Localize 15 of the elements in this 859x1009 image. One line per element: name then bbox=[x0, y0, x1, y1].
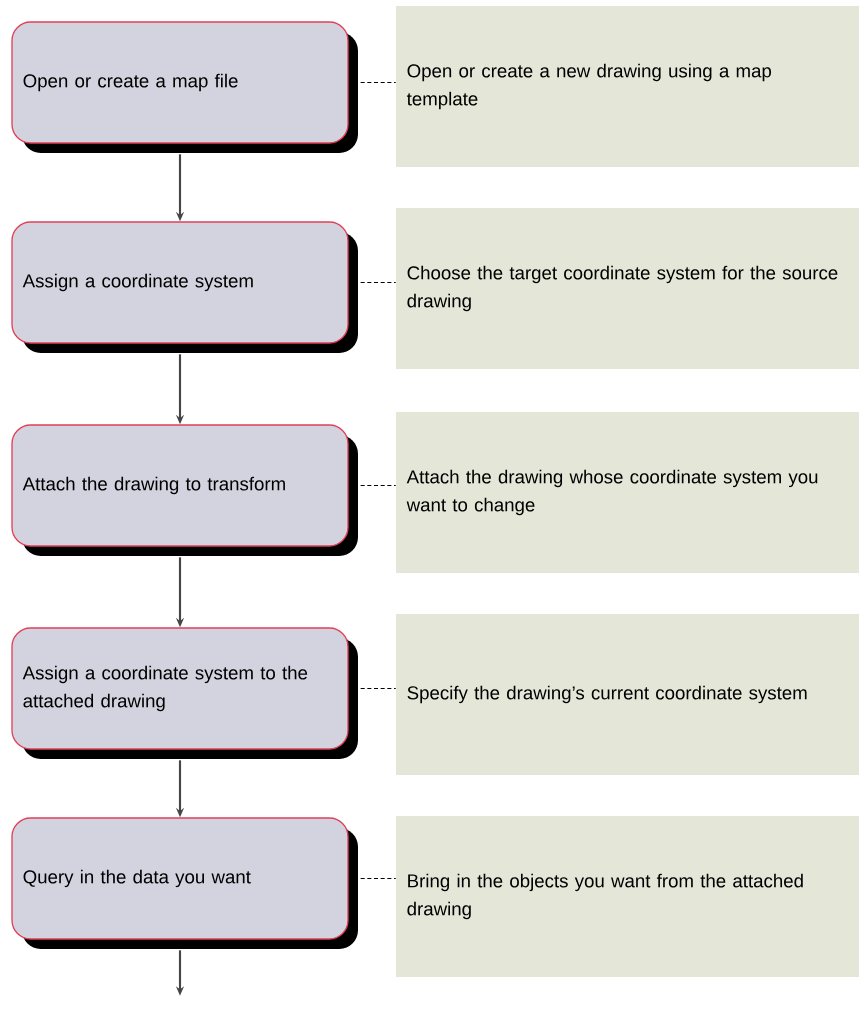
step-box: Open or create a map file bbox=[11, 21, 358, 153]
note-box: Bring in the objects you want from the attached drawing bbox=[396, 816, 859, 977]
note-box: Choose the target coordinate system for the source drawing bbox=[396, 208, 859, 369]
note-box: Attach the drawing whose coordinate system you want to change bbox=[396, 412, 859, 573]
connector-line bbox=[360, 81, 397, 84]
connector-line bbox=[360, 687, 397, 689]
step-box: Query in the data you want bbox=[11, 817, 358, 949]
note-box: Specify the drawing’s current coordinate system bbox=[396, 614, 859, 775]
step-box: Assign a coordinate system bbox=[11, 221, 358, 353]
note-box: Open or create a new drawing using a map template bbox=[396, 6, 859, 167]
connector-line bbox=[360, 484, 397, 487]
step-box: Assign a coordinate system to the attached drawing bbox=[11, 627, 358, 759]
step-box: Attach the drawing to transform bbox=[11, 424, 358, 556]
connector-line bbox=[360, 877, 397, 880]
connector-line bbox=[360, 281, 397, 284]
